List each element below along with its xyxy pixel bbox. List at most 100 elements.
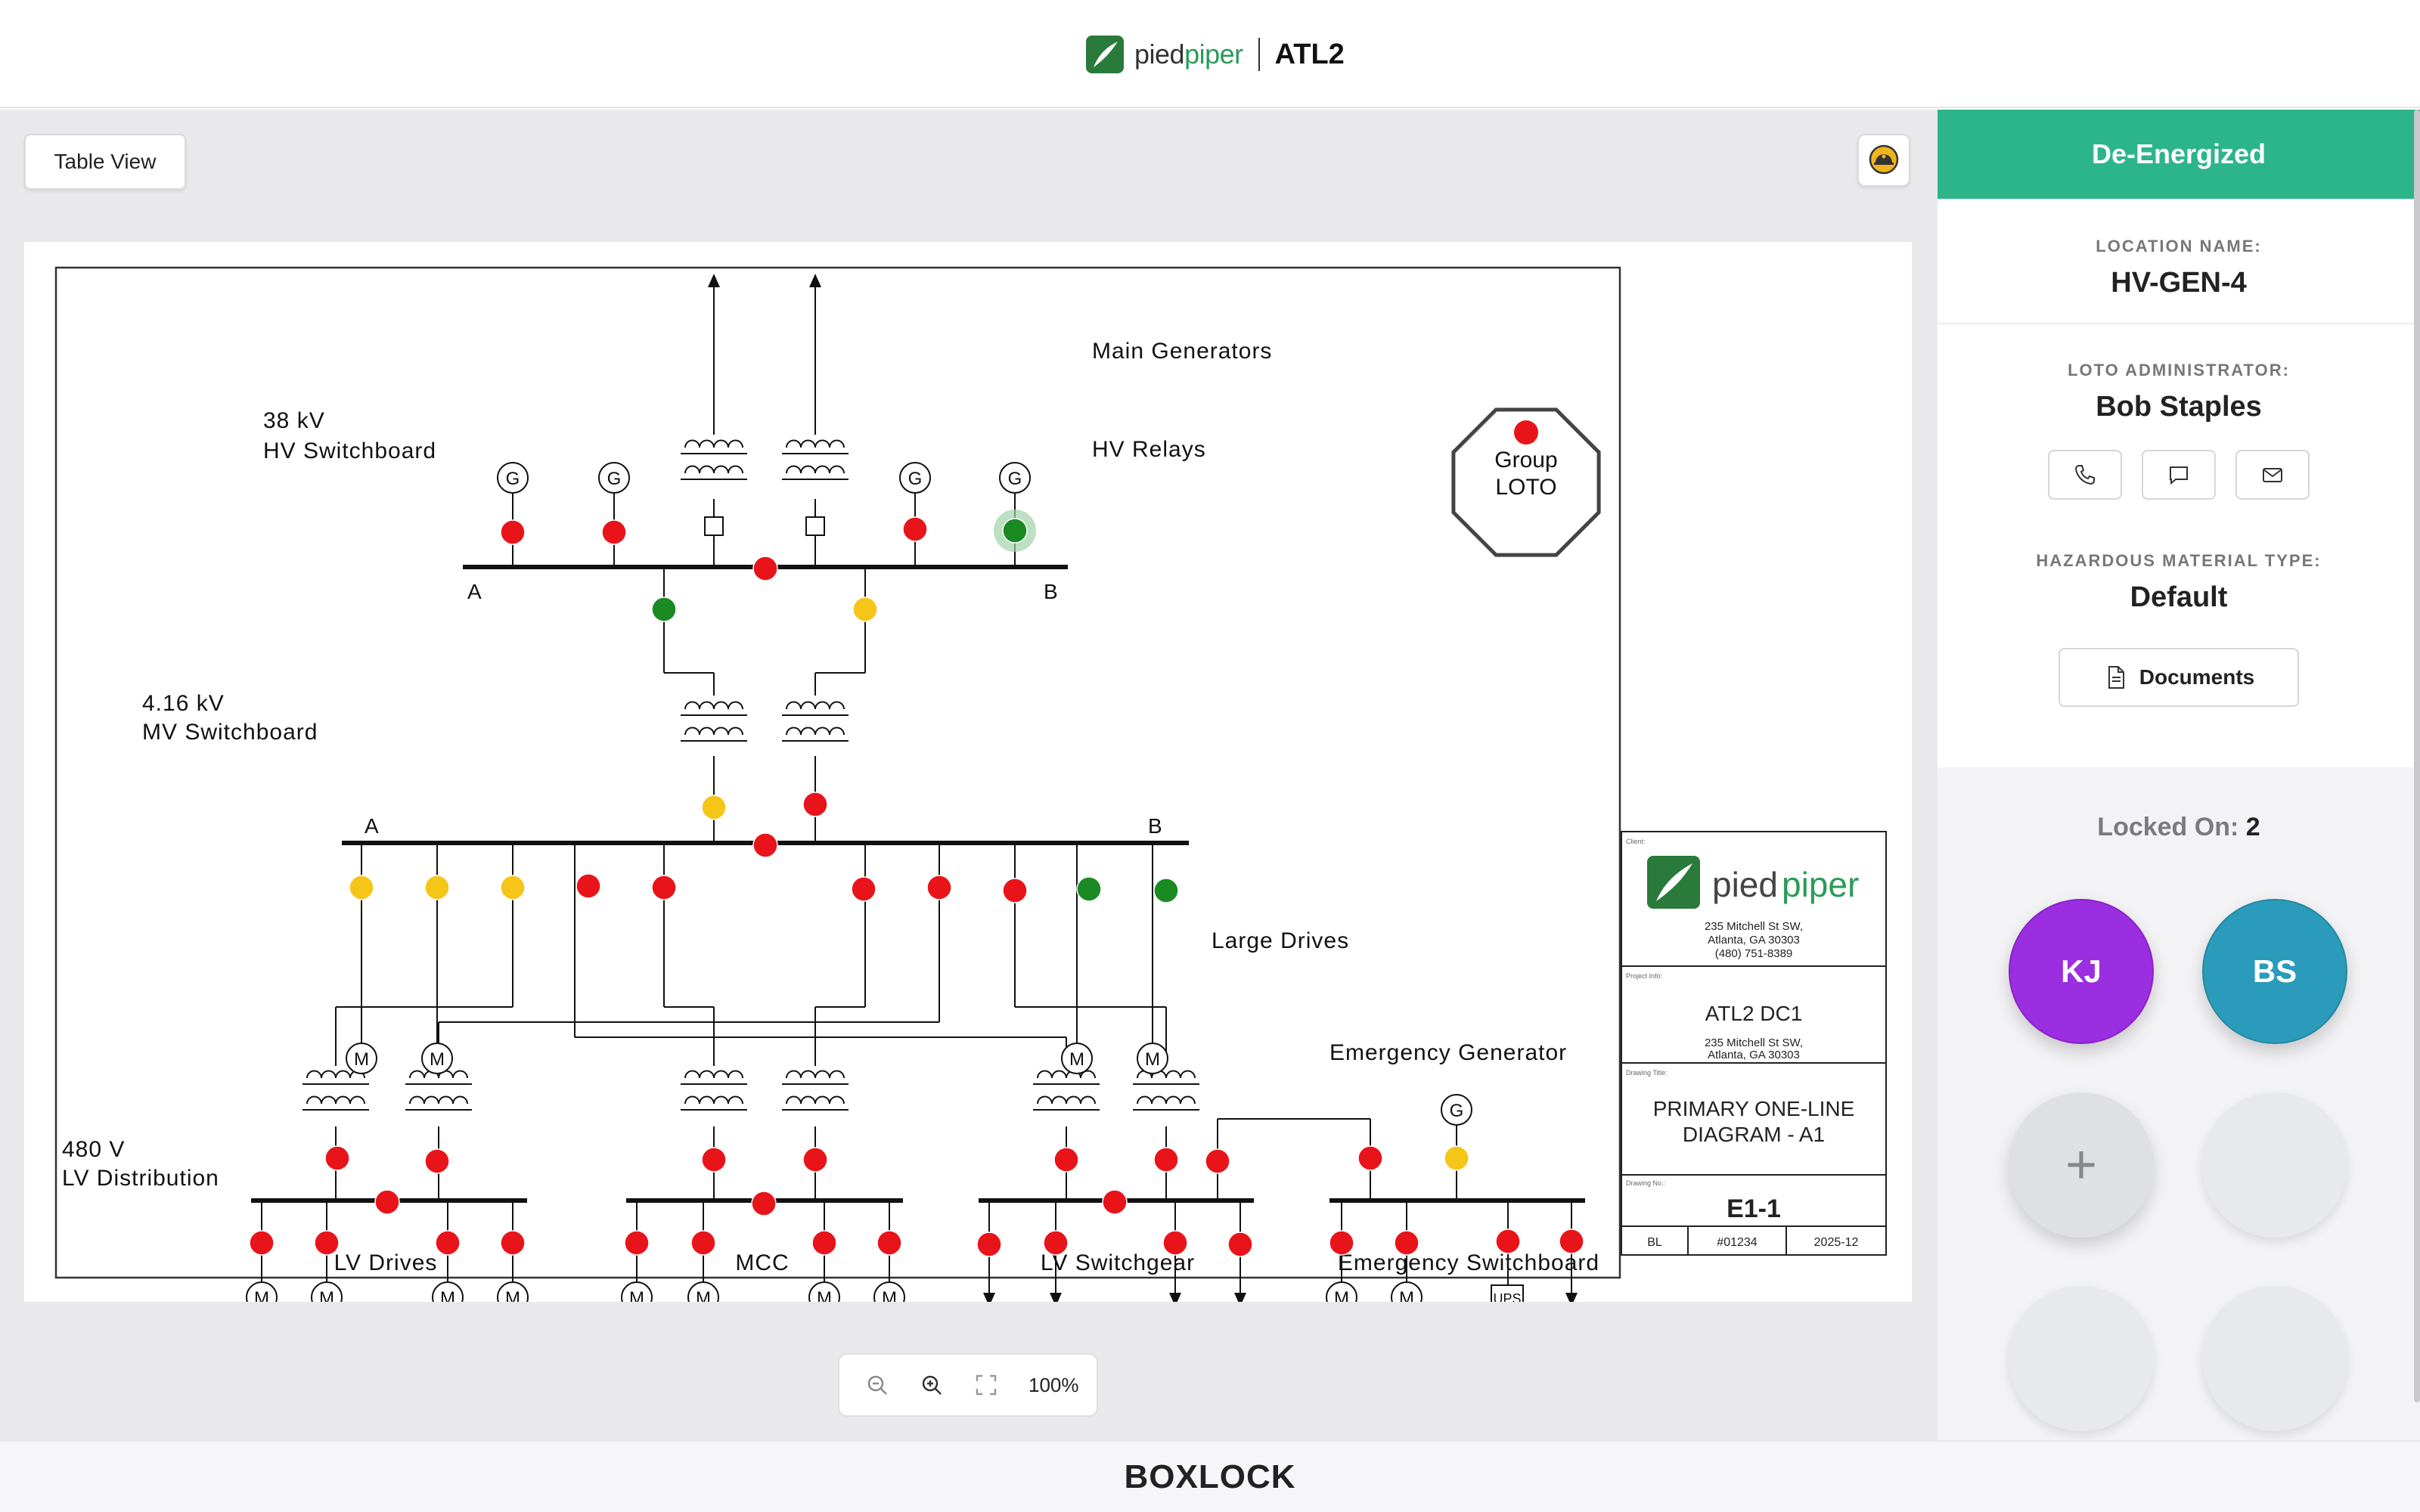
phone-icon	[2074, 465, 2095, 485]
transformer-coil	[728, 701, 743, 710]
side-scrollbar[interactable]	[2414, 110, 2420, 1402]
breaker-status[interactable]	[314, 1230, 340, 1256]
user-lock-kj[interactable]: KJ	[2009, 899, 2154, 1044]
group-loto-label: Group	[1494, 448, 1557, 472]
breaker-status[interactable]	[601, 519, 627, 545]
documents-button[interactable]: Documents	[2059, 648, 2299, 707]
group-label: Emergency Switchboard	[1338, 1250, 1599, 1275]
transformer-coil	[800, 1095, 816, 1105]
titleblock-brand-b: piper	[1782, 865, 1859, 904]
motor-icon	[346, 1043, 377, 1074]
location-value: HV-GEN-4	[2111, 267, 2247, 299]
location-section: LOCATION NAME: HV-GEN-4	[1938, 237, 2420, 299]
breaker-status[interactable]	[1102, 1189, 1128, 1215]
breaker-status[interactable]	[500, 519, 526, 545]
lv-name-label: LV Distribution	[62, 1166, 219, 1191]
breaker-status[interactable]	[1053, 1147, 1079, 1173]
breaker-status[interactable]	[1076, 876, 1102, 902]
breaker-status[interactable]	[424, 875, 450, 900]
breaker-status[interactable]	[751, 1191, 777, 1216]
transformer-coil	[728, 1070, 743, 1079]
breaker-status[interactable]	[926, 875, 952, 900]
breaker-status[interactable]	[324, 1145, 350, 1171]
fit-screen-button[interactable]	[966, 1365, 1006, 1405]
breaker-status[interactable]	[1043, 1230, 1069, 1256]
breaker-status[interactable]	[1394, 1230, 1419, 1256]
generator-icon-label: G	[506, 469, 520, 489]
breaker-status[interactable]	[690, 1230, 716, 1256]
breaker-status[interactable]	[1357, 1145, 1383, 1171]
breaker-status[interactable]	[624, 1230, 650, 1256]
breaker-status[interactable]	[1002, 878, 1028, 903]
breaker-status[interactable]	[1205, 1148, 1230, 1174]
breaker-status[interactable]	[1444, 1145, 1469, 1171]
breaker-status[interactable]	[851, 876, 876, 902]
breaker-status[interactable]	[651, 875, 677, 900]
breaker-status[interactable]	[374, 1189, 400, 1215]
breaker-status[interactable]	[1559, 1228, 1584, 1254]
breaker-status[interactable]	[701, 795, 727, 820]
breaker-status[interactable]	[576, 873, 601, 899]
breaker-status[interactable]	[435, 1230, 461, 1256]
breaker-status[interactable]	[876, 1230, 902, 1256]
transformer-coil	[814, 1070, 830, 1079]
transformer-coil	[699, 439, 715, 448]
title-block	[1621, 831, 1887, 1256]
breaker-status[interactable]	[1153, 878, 1179, 903]
titleblock-project-address: Atlanta, GA 30303	[1708, 1049, 1800, 1061]
breaker-status[interactable]	[1153, 1147, 1179, 1173]
breaker-status[interactable]	[1002, 518, 1028, 544]
plus-icon: +	[2065, 1135, 2098, 1195]
breaker-status[interactable]	[1495, 1228, 1521, 1254]
mail-icon	[2263, 468, 2282, 482]
motor-icon-label: M	[817, 1288, 832, 1302]
breaker-status[interactable]	[1227, 1232, 1253, 1257]
zoom-controls: 100%	[838, 1353, 1098, 1417]
transformer-coil	[335, 1070, 351, 1079]
email-button[interactable]	[2235, 450, 2310, 500]
motor-icon	[1137, 1043, 1168, 1074]
breaker-status[interactable]	[852, 596, 878, 622]
transformer-coil	[321, 1095, 337, 1105]
generator-icon-label: G	[607, 469, 622, 489]
add-lock-button[interactable]: +	[2009, 1092, 2154, 1238]
breaker-status[interactable]	[249, 1230, 275, 1256]
call-button[interactable]	[2048, 450, 2122, 500]
breaker-status[interactable]	[651, 596, 677, 622]
badge-button[interactable]	[1857, 134, 1910, 187]
transformer-coil	[684, 701, 700, 710]
transformer-coil	[699, 701, 715, 710]
breaker-status[interactable]	[802, 1147, 828, 1173]
breaker-status[interactable]	[752, 832, 778, 858]
main-generators-label: Main Generators	[1092, 339, 1272, 364]
motor-icon	[421, 1043, 453, 1074]
breaker-status[interactable]	[701, 1147, 727, 1173]
transformer-coil	[1180, 1095, 1196, 1105]
emergency-generator-label: Emergency Generator	[1329, 1040, 1567, 1065]
divider	[1938, 323, 2420, 324]
user-lock-bs[interactable]: BS	[2202, 899, 2347, 1044]
table-view-button[interactable]: Table View	[24, 134, 186, 190]
bus-a-label: A	[365, 814, 379, 838]
breaker-status[interactable]	[902, 516, 928, 542]
message-button[interactable]	[2142, 450, 2216, 500]
zoom-in-button[interactable]	[912, 1365, 951, 1405]
large-drives-label: Large Drives	[1212, 928, 1349, 953]
transformer-coil	[713, 1070, 729, 1079]
zoom-out-button[interactable]	[858, 1365, 897, 1405]
breaker-status[interactable]	[976, 1232, 1002, 1257]
breaker-status[interactable]	[500, 875, 526, 900]
breaker-status[interactable]	[752, 556, 778, 581]
footer: BOXLOCK	[0, 1440, 2420, 1512]
breaker-status[interactable]	[811, 1230, 837, 1256]
breaker-status[interactable]	[1329, 1230, 1354, 1256]
breaker-status[interactable]	[349, 875, 374, 900]
breaker-status[interactable]	[500, 1230, 526, 1256]
breaker-status[interactable]	[802, 792, 828, 817]
arrow-up-icon	[809, 274, 821, 287]
breaker-status[interactable]	[1162, 1230, 1188, 1256]
breaker-status[interactable]	[424, 1148, 450, 1174]
transformer-coil	[800, 465, 816, 474]
